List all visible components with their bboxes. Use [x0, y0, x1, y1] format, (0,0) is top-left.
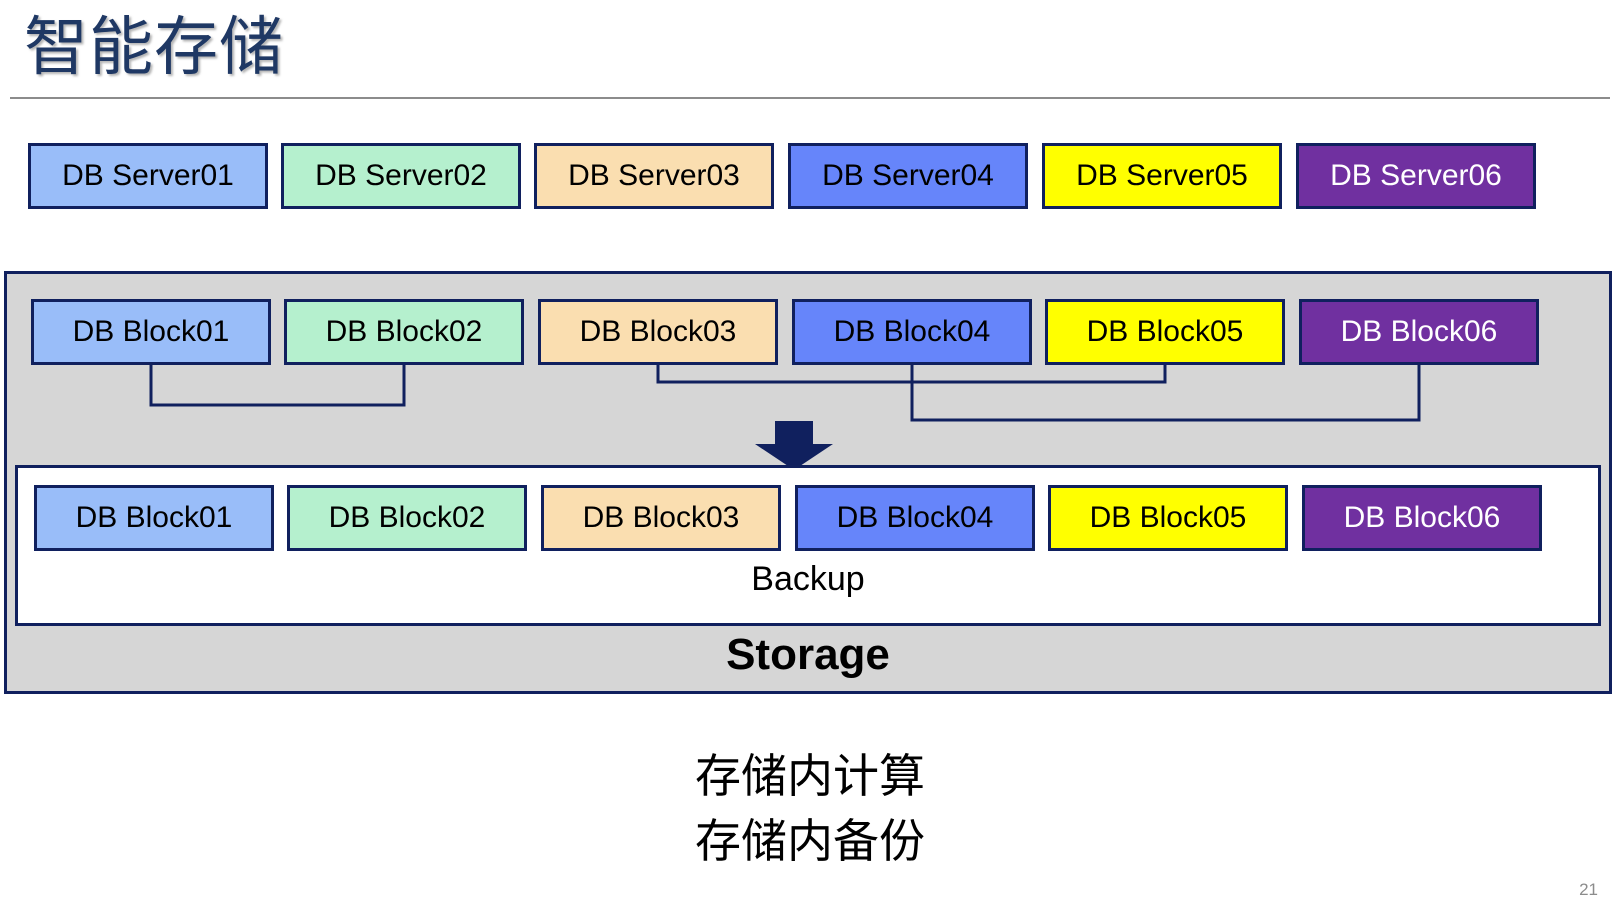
- db-block-backup-3[interactable]: DB Block03: [541, 485, 781, 551]
- db-block-primary-4[interactable]: DB Block04: [792, 299, 1032, 365]
- db-block-primary-1[interactable]: DB Block01: [31, 299, 271, 365]
- down-arrow-icon: [755, 421, 833, 470]
- db-server-box-label: DB Server04: [822, 159, 994, 192]
- backup-label: Backup: [751, 560, 865, 598]
- footer-text-line-1: 存储内计算: [695, 750, 925, 802]
- storage-container: Backup DB Block01 DB Block02 DB Block03 DB …: [4, 271, 1612, 694]
- db-block-primary-label: DB Block03: [579, 315, 737, 348]
- db-block-backup-label: DB Block06: [1343, 501, 1501, 534]
- db-server-box-3[interactable]: DB Server03: [534, 143, 774, 209]
- footer-text-line-2: 存储内备份: [695, 815, 925, 867]
- db-block-backup-5[interactable]: DB Block05: [1048, 485, 1288, 551]
- db-block-backup-2[interactable]: DB Block02: [287, 485, 527, 551]
- db-block-primary-label: DB Block01: [72, 315, 230, 348]
- connector-line-1: [149, 365, 406, 407]
- page-title: 智能存储: [24, 11, 284, 83]
- db-block-backup-label: DB Block03: [582, 501, 740, 534]
- db-block-primary-3[interactable]: DB Block03: [538, 299, 778, 365]
- db-block-backup-1[interactable]: DB Block01: [34, 485, 274, 551]
- title-divider: [10, 97, 1610, 99]
- db-server-box-1[interactable]: DB Server01: [28, 143, 268, 209]
- db-server-box-label: DB Server02: [315, 159, 487, 192]
- storage-label: Storage: [726, 630, 890, 679]
- db-server-box-6[interactable]: DB Server06: [1296, 143, 1536, 209]
- db-server-box-label: DB Server03: [568, 159, 740, 192]
- db-block-primary-6[interactable]: DB Block06: [1299, 299, 1539, 365]
- connector-line-3: [910, 365, 1421, 422]
- db-block-primary-label: DB Block06: [1340, 315, 1498, 348]
- db-block-backup-4[interactable]: DB Block04: [795, 485, 1035, 551]
- db-block-backup-label: DB Block01: [75, 501, 233, 534]
- db-block-primary-2[interactable]: DB Block02: [284, 299, 524, 365]
- page-number: 21: [1579, 880, 1598, 899]
- db-block-backup-label: DB Block04: [836, 501, 994, 534]
- db-server-box-2[interactable]: DB Server02: [281, 143, 521, 209]
- db-block-backup-label: DB Block05: [1089, 501, 1247, 534]
- db-block-backup-6[interactable]: DB Block06: [1302, 485, 1542, 551]
- db-server-box-label: DB Server06: [1330, 159, 1502, 192]
- db-block-backup-label: DB Block02: [328, 501, 486, 534]
- db-block-primary-5[interactable]: DB Block05: [1045, 299, 1285, 365]
- db-block-primary-label: DB Block02: [325, 315, 483, 348]
- db-block-primary-label: DB Block04: [833, 315, 991, 348]
- db-server-box-4[interactable]: DB Server04: [788, 143, 1028, 209]
- db-block-primary-label: DB Block05: [1086, 315, 1244, 348]
- connector-line-2: [656, 365, 1167, 384]
- backup-region: Backup DB Block01 DB Block02 DB Block03 DB …: [15, 465, 1601, 626]
- db-server-box-5[interactable]: DB Server05: [1042, 143, 1282, 209]
- db-server-box-label: DB Server01: [62, 159, 234, 192]
- db-server-box-label: DB Server05: [1076, 159, 1248, 192]
